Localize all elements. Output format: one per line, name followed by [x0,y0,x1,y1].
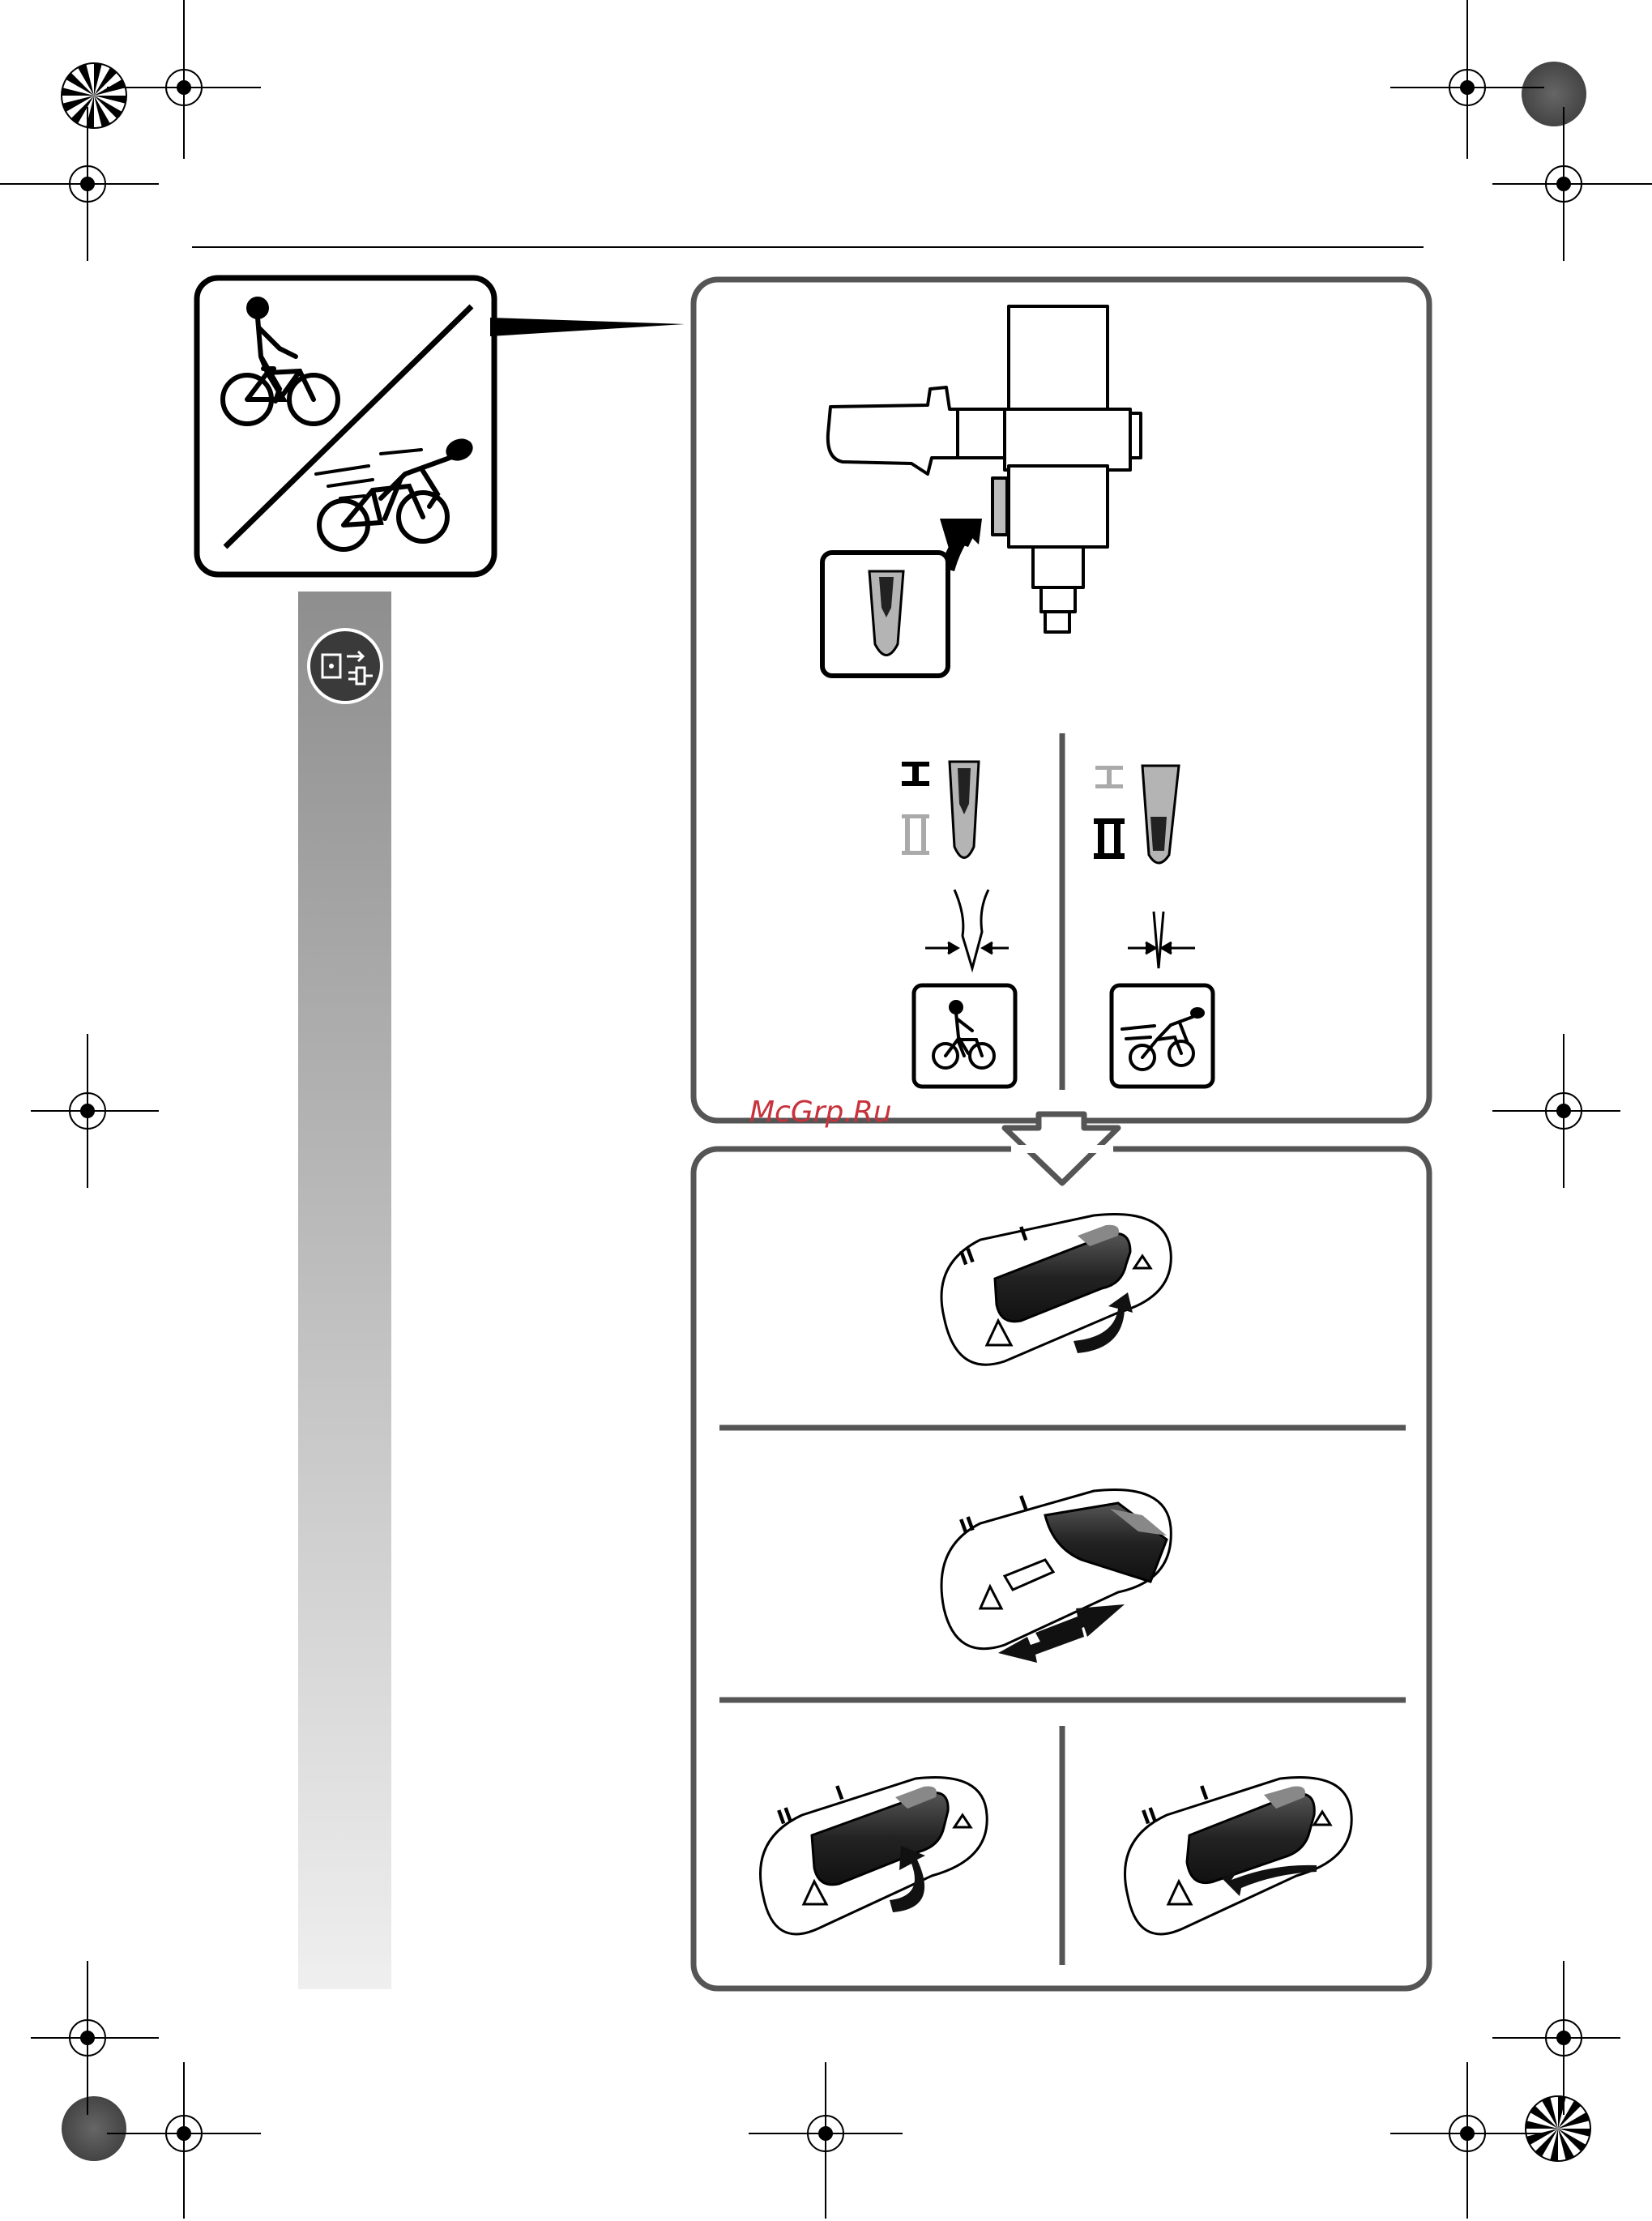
crosshair-mark [0,107,159,261]
crosshair-mark [1390,0,1544,159]
sunburst-mark-top-left [62,63,126,128]
crosshair-mark [1492,1034,1620,1188]
speed-overview-box [197,278,494,574]
crosshair-mark [1390,2062,1544,2219]
sunburst-mark-bottom-right [1526,2096,1590,2161]
crosshair-mark [31,1961,159,2115]
grey-disc-mark-top-right [1522,62,1586,126]
grey-disc-mark-bottom-left [62,2096,126,2161]
crosshair-mark [107,0,261,159]
crosshair-mark [107,2062,261,2219]
crosshair-mark [31,1034,159,1188]
watermark-text: McGrp.Ru [749,1096,892,1129]
grey-sidebar [298,592,391,1989]
gear-switch-icon [822,553,948,676]
crosshair-mark [1492,107,1652,261]
crosshair-mark [1492,1961,1620,2115]
cyclist-slow-icon [914,985,1015,1087]
cyclist-fast-icon [1112,985,1213,1087]
callout-pointer [490,318,685,336]
unplug-before-work-icon [309,630,382,703]
crosshair-mark [749,2062,903,2219]
